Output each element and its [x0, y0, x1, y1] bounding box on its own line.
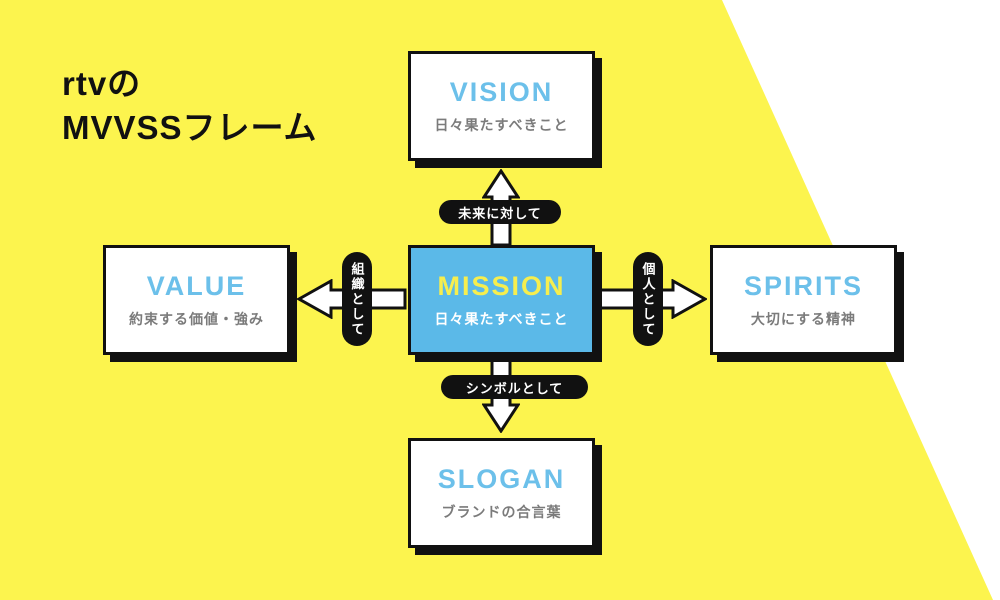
- page-title-line1: rtvの: [62, 65, 142, 102]
- node-mission-label: MISSION: [437, 271, 566, 301]
- node-value: VALUE 約束する価値・強み: [103, 245, 290, 355]
- node-mission: MISSION 日々果たすべきこと: [408, 245, 595, 355]
- node-spirits-label: SPIRITS: [743, 271, 864, 301]
- connector-label-left: 組織として: [342, 252, 372, 346]
- node-value-description: 約束する価値・強み: [129, 311, 264, 327]
- node-slogan-description: ブランドの合言葉: [441, 504, 562, 520]
- node-mission-description: 日々果たすべきこと: [434, 311, 569, 327]
- node-spirits-description: 大切にする精神: [750, 311, 857, 327]
- node-spirits: SPIRITS 大切にする精神: [710, 245, 897, 355]
- page-title-line2: MVVSSフレーム: [62, 108, 318, 146]
- node-value-label: VALUE: [146, 271, 247, 301]
- connector-label-down: シンボルとして: [441, 375, 588, 399]
- connector-label-right: 個人として: [633, 252, 663, 346]
- node-vision: VISION 日々果たすべきこと: [408, 51, 595, 161]
- node-slogan: SLOGAN ブランドの合言葉: [408, 438, 595, 548]
- node-vision-description: 日々果たすべきこと: [434, 117, 569, 133]
- node-slogan-label: SLOGAN: [437, 464, 566, 494]
- connector-label-up: 未来に対して: [439, 200, 561, 224]
- page-title: rtvの MVVSSフレーム: [62, 62, 318, 150]
- node-vision-label: VISION: [449, 77, 554, 107]
